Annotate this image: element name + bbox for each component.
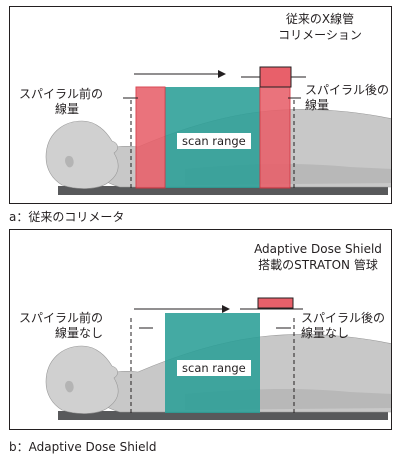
pre-spiral-label-line2: 線量 [54, 102, 79, 116]
post-spiral-label-line1: スパイラル後の [301, 311, 386, 325]
post-spiral-label-line1: スパイラル後の [305, 83, 390, 97]
scan-range-label: scan range [177, 360, 251, 376]
post-spiral-label-line2: 線量 [305, 98, 330, 112]
pre-spiral-label-line2: 線量なし [54, 326, 103, 340]
patient-head [45, 345, 119, 414]
patient-head [45, 120, 119, 189]
post-spiral-dose-area [259, 86, 291, 189]
tube-label-line2: コリメーション [278, 28, 362, 42]
scan-range-label: scan range [177, 133, 251, 149]
panel-conventional-collimator: 従来のX線管 コリメーション スパイラル前の 線量 スパイラル後の 線量 sca… [9, 6, 392, 204]
pre-spiral-label-line1: スパイラル前の [18, 87, 103, 101]
patient-table [58, 411, 388, 420]
tube-label-line1: 従来のX線管 [285, 12, 355, 26]
scan-direction-arrowhead [222, 305, 230, 313]
caption-a: a：従来のコリメータ [9, 210, 125, 224]
straton-tube [257, 297, 294, 309]
patient-table [58, 186, 388, 195]
panel-adaptive-dose-shield: Adaptive Dose Shield 搭載のSTRATON 管球 スパイラル… [9, 229, 392, 430]
patient-ear [65, 380, 74, 393]
tube-label-line1: Adaptive Dose Shield [254, 242, 382, 256]
pre-spiral-dose-area [135, 86, 166, 189]
caption-b: b：Adaptive Dose Shield [9, 440, 157, 454]
scan-direction-arrowhead [218, 70, 226, 78]
pre-spiral-label-line1: スパイラル前の [18, 311, 103, 325]
post-spiral-label-line2: 線量なし [301, 326, 350, 340]
tube-label-line2: 搭載のSTRATON 管球 [258, 258, 378, 272]
conventional-collimator-tube [259, 66, 292, 88]
patient-ear [65, 155, 74, 168]
